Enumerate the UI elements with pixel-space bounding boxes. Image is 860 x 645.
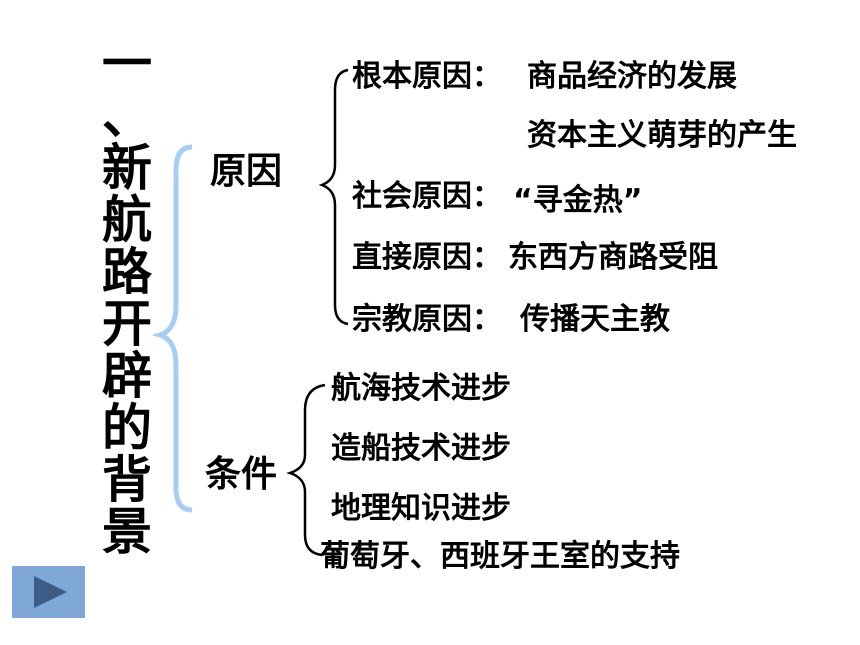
- reason-value-social: “寻金热”: [513, 183, 643, 218]
- reasons-brace: [318, 68, 349, 326]
- reason-key-religious: 宗教原因：: [352, 302, 502, 337]
- reason-value-religious: 传播天主教: [520, 302, 670, 337]
- title-char: 新: [102, 139, 152, 197]
- reason-value-fundamental-2: 资本主义萌芽的产生: [527, 118, 797, 153]
- reason-value-fundamental: 商品经济的发展: [527, 59, 737, 94]
- title-char: 背: [102, 451, 152, 509]
- play-icon: [34, 576, 67, 608]
- reason-key-social: 社会原因：: [352, 179, 502, 214]
- title-char: 开: [102, 295, 152, 353]
- main-brace: [151, 144, 193, 513]
- reason-key-fundamental: 根本原因：: [352, 59, 502, 94]
- title-char: 路: [102, 243, 152, 301]
- reasons-label: 原因: [210, 151, 283, 192]
- title-char: 一: [102, 35, 152, 93]
- conditions-label: 条件: [205, 454, 278, 495]
- title-char: 航: [102, 191, 152, 249]
- condition-item: 地理知识进步: [331, 491, 511, 526]
- page-title: 一 、 新 航 路 开 辟 的 背 景: [92, 38, 162, 558]
- play-button[interactable]: [12, 566, 85, 618]
- title-char: 景: [102, 503, 152, 561]
- title-char: 、: [102, 87, 152, 145]
- condition-item: 葡萄牙、西班牙王室的支持: [320, 539, 680, 574]
- condition-item: 航海技术进步: [331, 371, 511, 406]
- title-char: 的: [102, 399, 152, 457]
- reason-key-direct: 直接原因：: [352, 240, 502, 275]
- condition-item: 造船技术进步: [331, 431, 511, 466]
- title-char: 辟: [102, 347, 152, 405]
- reason-value-direct: 东西方商路受阻: [508, 240, 718, 275]
- conditions-brace: [286, 383, 326, 557]
